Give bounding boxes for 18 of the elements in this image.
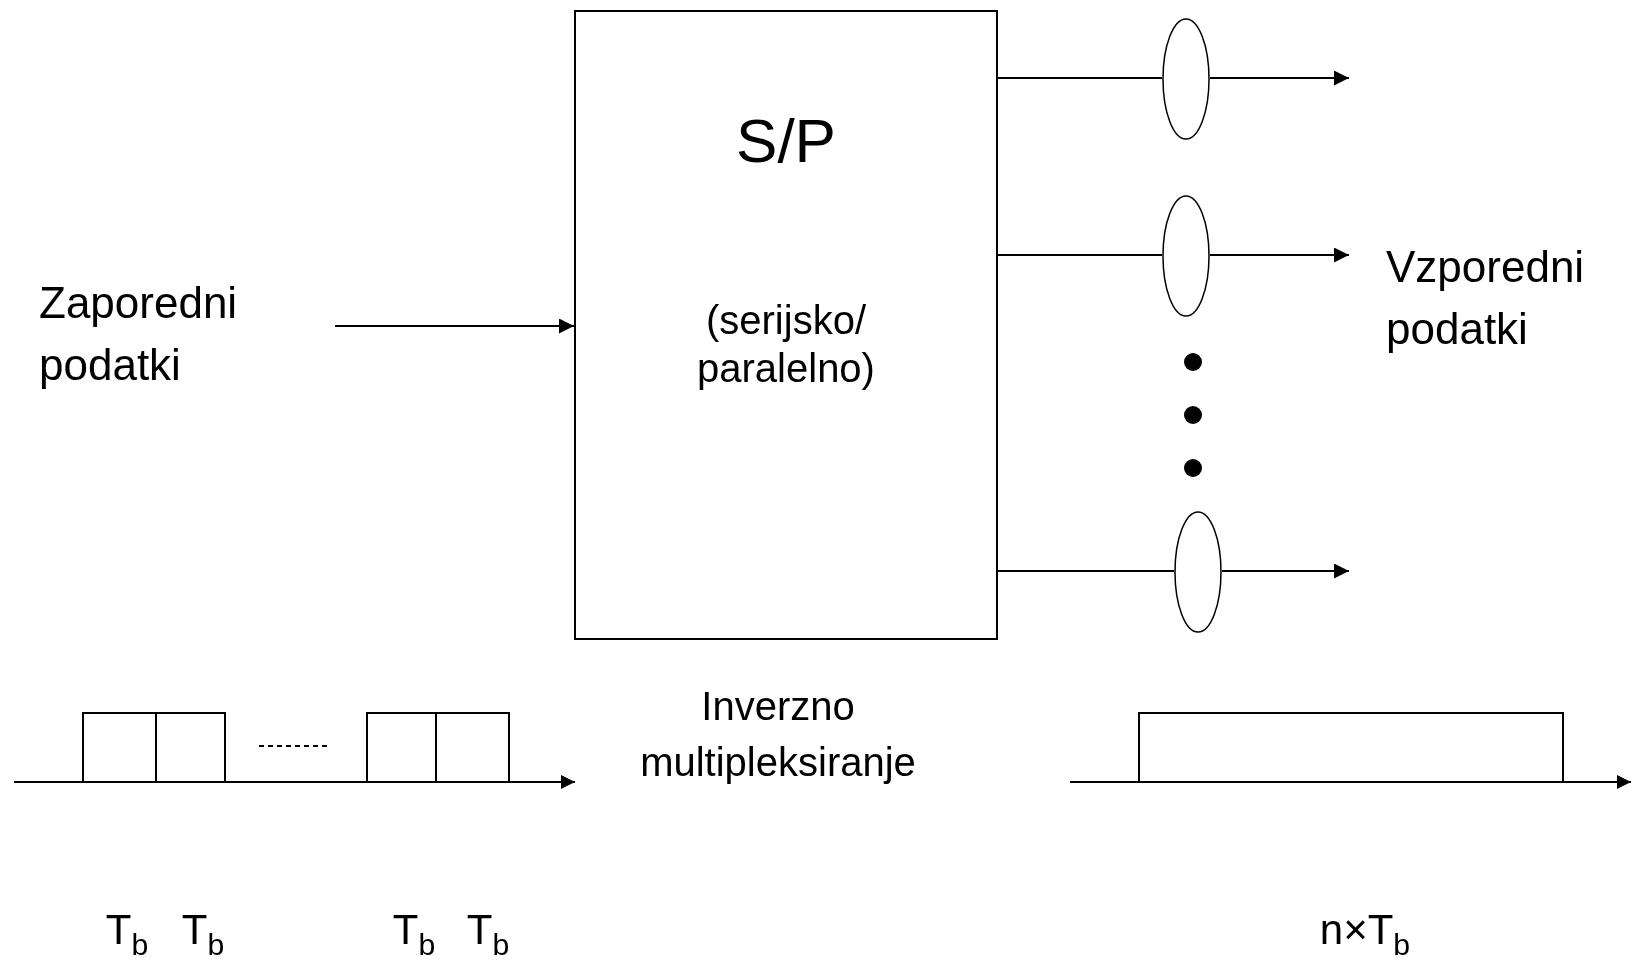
block-title: S/P xyxy=(736,106,836,176)
arrow xyxy=(1209,247,1350,263)
input-label: Zaporedni podatki xyxy=(39,278,238,389)
block-description: (serijsko/ paralelno) xyxy=(696,297,876,392)
duration-label: T$_{b}$ xyxy=(105,906,149,953)
output-label: Vzporedni podatki xyxy=(1386,242,1585,353)
caption-text: Inverzno multipleksiranje xyxy=(640,684,916,784)
arrow xyxy=(1221,563,1350,579)
duration-label: T$_{b}$ xyxy=(466,906,510,953)
arrow xyxy=(1209,70,1350,86)
duration-label: T$_{b}$ xyxy=(181,906,225,953)
duration-label: T$_{b}$ xyxy=(392,906,436,953)
duration-label: n×T$_{b}$ xyxy=(1319,906,1411,953)
connector-line xyxy=(997,77,1163,79)
connector-line xyxy=(997,254,1163,256)
arrow xyxy=(334,318,575,334)
connector-line xyxy=(997,570,1175,572)
process-box xyxy=(574,10,998,640)
